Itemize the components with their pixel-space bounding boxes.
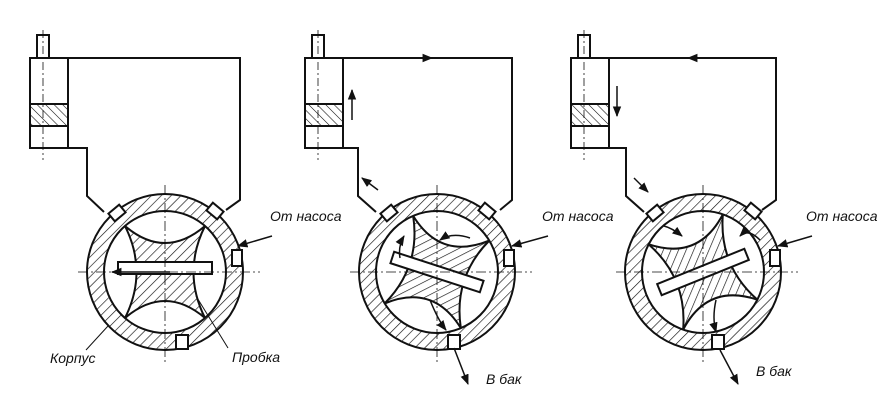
panel-retract: От насоса В бак <box>570 30 878 385</box>
label-to-tank: В бак <box>486 371 523 387</box>
hydraulic-cylinder <box>304 30 513 213</box>
flow-arrows <box>110 235 273 277</box>
leader-lines <box>85 295 229 351</box>
panel-extend: От насоса В бак <box>304 30 614 387</box>
hydraulic-cylinder <box>29 30 241 213</box>
label-plug: Пробка <box>232 349 280 365</box>
label-housing: Корпус <box>50 350 96 366</box>
center-lines <box>616 185 798 362</box>
label-from-pump: От насоса <box>542 208 614 224</box>
label-from-pump: От насоса <box>806 208 878 224</box>
flow-arrows <box>347 53 549 385</box>
hydraulic-cylinder <box>570 30 777 213</box>
flow-arrows <box>612 53 813 385</box>
label-to-tank: В бак <box>756 363 793 379</box>
center-lines <box>350 185 532 362</box>
panel-neutral: От насоса Корпус Пробка <box>29 30 342 366</box>
label-from-pump: От насоса <box>270 208 342 224</box>
